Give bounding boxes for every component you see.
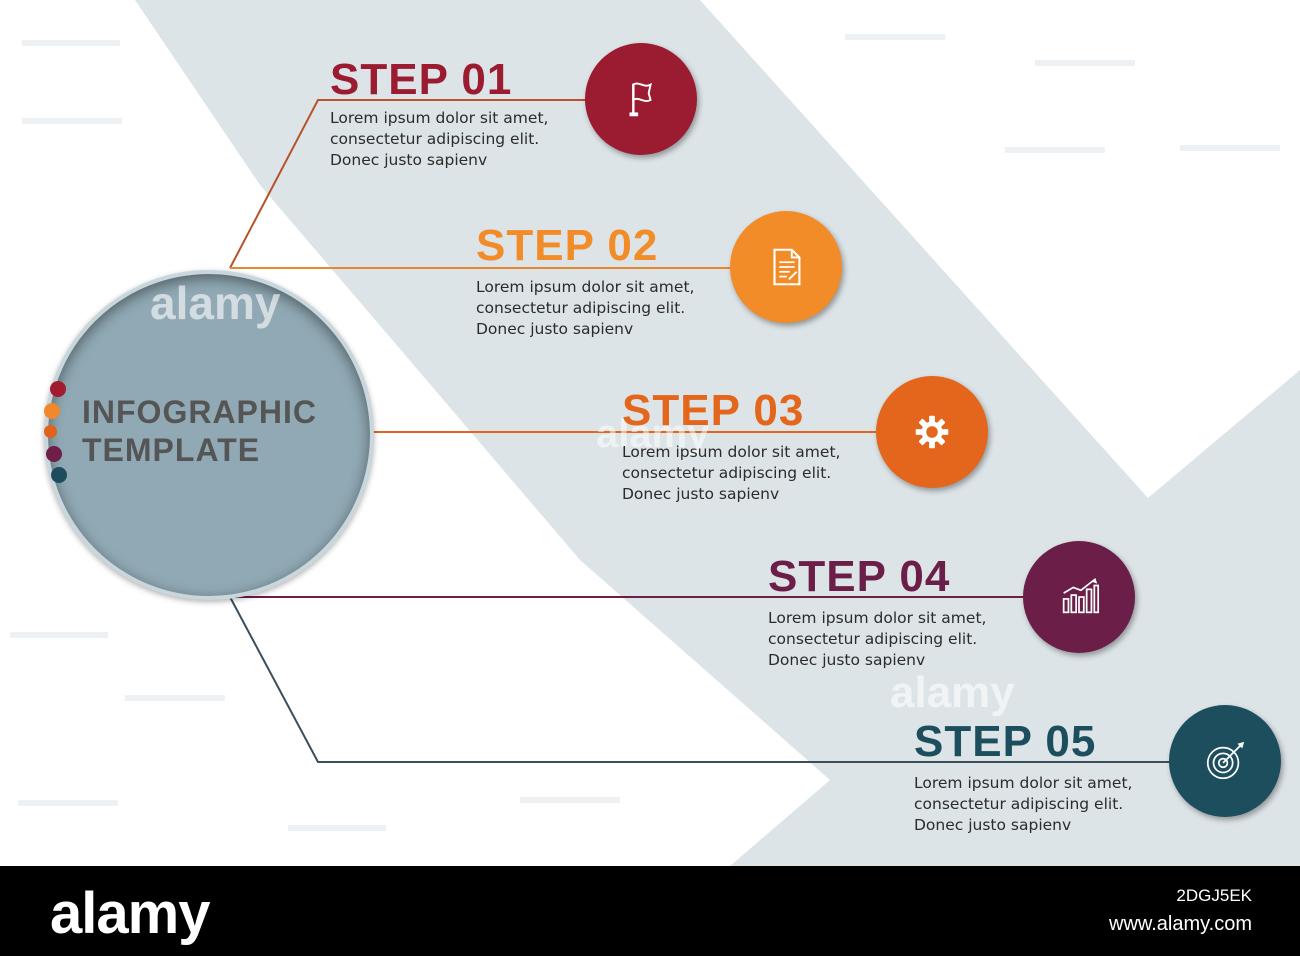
- step-03-desc-line1: Lorem ipsum dolor sit amet,: [622, 443, 841, 461]
- color-dot: [44, 403, 60, 419]
- step-02-desc-line3: Donec justo sapienv: [476, 320, 634, 338]
- step-03-desc-line3: Donec justo sapienv: [622, 485, 780, 503]
- step-01-description: Lorem ipsum dolor sit amet, consectetur …: [330, 108, 548, 171]
- step-05-desc-line1: Lorem ipsum dolor sit amet,: [914, 774, 1133, 792]
- watermark: alamy: [890, 668, 1015, 717]
- step-02-desc-line2: consectetur adipiscing elit.: [476, 299, 686, 317]
- document-icon: [773, 248, 801, 286]
- step-03-desc-line2: consectetur adipiscing elit.: [622, 464, 832, 482]
- step-02-description: Lorem ipsum dolor sit amet, consectetur …: [476, 277, 694, 340]
- step-01-desc-line2: consectetur adipiscing elit.: [330, 130, 540, 148]
- watermark: alamy: [150, 277, 281, 329]
- step-04-desc-line3: Donec justo sapienv: [768, 651, 926, 669]
- step-03-title: STEP 03: [622, 386, 805, 435]
- step-02-icon-circle: [730, 211, 842, 323]
- step-04-title: STEP 04: [768, 552, 951, 601]
- footer-url: www.alamy.com: [1109, 913, 1252, 935]
- main-title: INFOGRAPHIC TEMPLATE: [82, 393, 317, 469]
- step-01-desc-line3: Donec justo sapienv: [330, 151, 488, 169]
- bar-chart-icon: [1062, 577, 1100, 614]
- step-04-description: Lorem ipsum dolor sit amet, consectetur …: [768, 608, 986, 671]
- step-05-title: STEP 05: [914, 717, 1097, 766]
- flag-icon: [629, 82, 652, 117]
- color-dot: [46, 446, 62, 462]
- step-01-icon-circle: [585, 43, 697, 155]
- step-01-title: STEP 01: [330, 55, 513, 104]
- step-04-desc-line1: Lorem ipsum dolor sit amet,: [768, 609, 987, 627]
- step-01-desc-line1: Lorem ipsum dolor sit amet,: [330, 109, 549, 127]
- color-dot: [50, 381, 66, 397]
- step-02-desc-line1: Lorem ipsum dolor sit amet,: [476, 278, 695, 296]
- step-03-icon-circle: [876, 376, 988, 488]
- step-04-icon-circle: [1023, 541, 1135, 653]
- color-dot: [44, 425, 57, 438]
- step-02-title: STEP 02: [476, 221, 659, 270]
- step-05-desc-line2: consectetur adipiscing elit.: [914, 795, 1124, 813]
- step-05-desc-line3: Donec justo sapienv: [914, 816, 1072, 834]
- footer-logo: alamy: [50, 881, 210, 946]
- step-05-description: Lorem ipsum dolor sit amet, consectetur …: [914, 773, 1132, 836]
- watermark: alamy: [596, 412, 710, 456]
- footer-bar: alamy 2DGJ5EK www.alamy.com: [0, 866, 1300, 956]
- step-04-desc-line2: consectetur adipiscing elit.: [768, 630, 978, 648]
- gear-icon: [915, 415, 949, 449]
- step-05-icon-circle: [1169, 705, 1281, 817]
- image-code: 2DGJ5EK: [1176, 886, 1252, 905]
- step-03-description: Lorem ipsum dolor sit amet, consectetur …: [622, 442, 840, 505]
- color-dot: [51, 467, 67, 483]
- infographic-canvas: INFOGRAPHIC TEMPLATE alamy alamy alamy S…: [10, 0, 1300, 866]
- main-title-line2: TEMPLATE: [82, 432, 261, 468]
- target-icon: [1206, 741, 1245, 780]
- main-title-line1: INFOGRAPHIC: [82, 394, 317, 430]
- background-shape: [10, 0, 1300, 866]
